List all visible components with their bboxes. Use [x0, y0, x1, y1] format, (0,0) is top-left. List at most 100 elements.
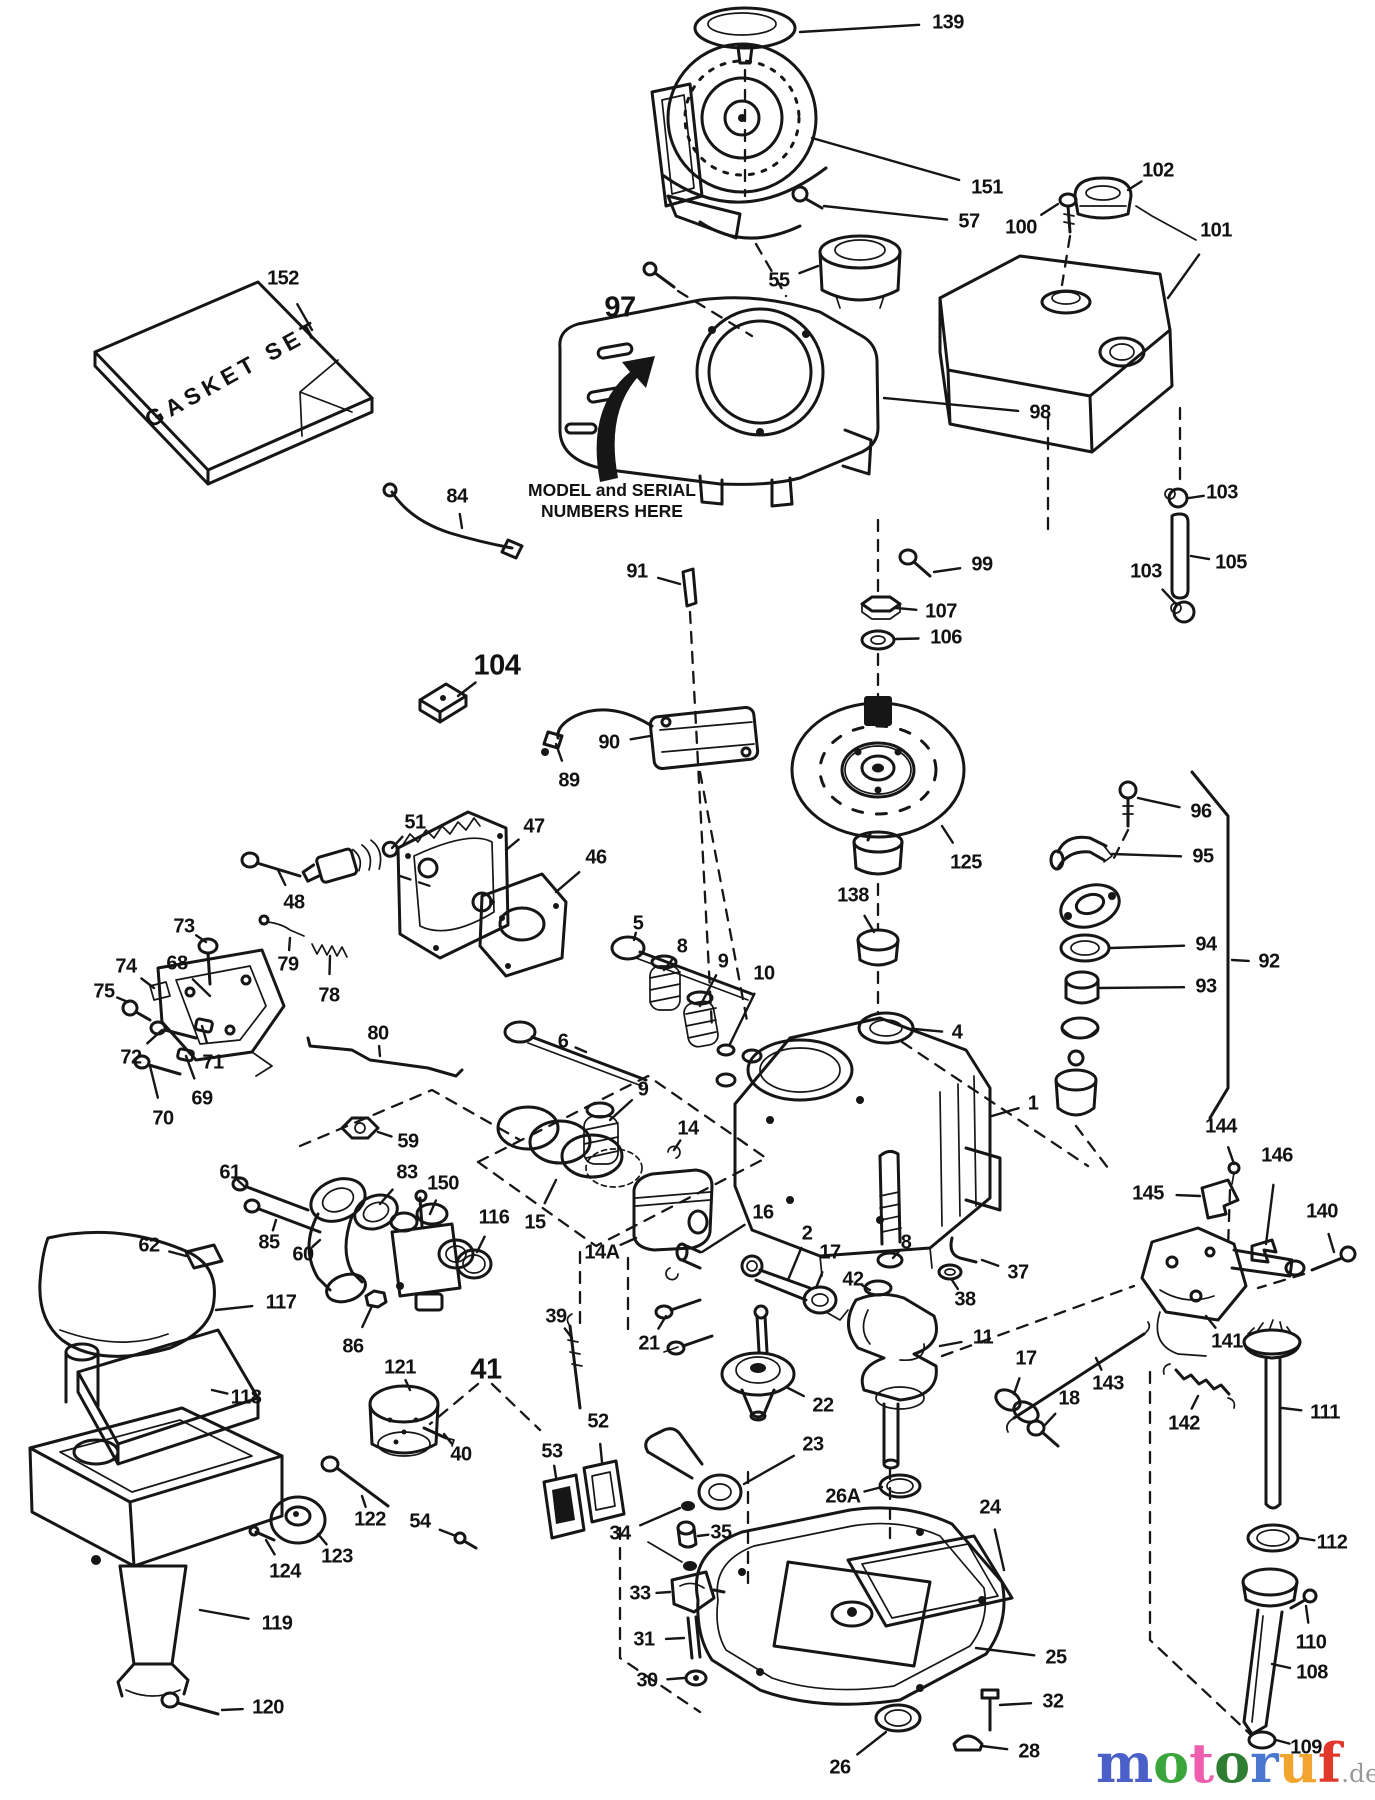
leader-line-8-59: [662, 957, 674, 972]
leader-line-11-76: [938, 1340, 963, 1348]
leader-line-141-81: [1204, 1314, 1217, 1329]
leader-line-9-60: [698, 974, 718, 1008]
part-label-106-17: 106: [930, 626, 962, 649]
leader-line-35-98: [696, 1533, 710, 1538]
leader-line-98-9: [882, 396, 1020, 413]
leader-line-104-12: [456, 681, 477, 698]
leader-line-5-58: [632, 931, 637, 942]
leader-line-26A-92: [863, 1485, 884, 1493]
part-label-74-33: 74: [115, 955, 137, 978]
part-label-34-97: 34: [609, 1522, 631, 1545]
leader-line-75-34: [115, 996, 130, 1004]
leader-line-84-10: [458, 512, 464, 530]
part-label-42-70: 42: [842, 1268, 864, 1291]
part-label-84-10: 84: [446, 485, 468, 508]
part-label-95-24: 95: [1192, 845, 1214, 868]
dipstick-drawing: [1148, 1319, 1318, 1750]
part-label-140-80: 140: [1306, 1200, 1338, 1223]
watermark-letter: m: [1096, 1731, 1154, 1795]
leader-line-89-14: [554, 742, 564, 762]
part-label-40-56: 40: [450, 1443, 472, 1466]
part-label-91-11: 91: [626, 560, 648, 583]
part-label-101-5: 101: [1200, 219, 1232, 242]
leader-line-17-84: [1012, 1377, 1021, 1396]
leader-line-14A-66: [619, 1236, 638, 1247]
part-label-35-98: 35: [710, 1521, 732, 1544]
leader-line-24-91: [993, 1528, 1006, 1572]
part-label-111-86: 111: [1310, 1401, 1340, 1424]
reed-valve-drawing: [542, 1459, 626, 1540]
part-label-124-111: 124: [269, 1560, 301, 1583]
part-label-17-69: 17: [819, 1241, 841, 1264]
part-label-78-37: 78: [318, 984, 340, 1007]
part-label-96-23: 96: [1190, 800, 1212, 823]
part-label-120-108: 120: [252, 1696, 284, 1719]
part-label-143-82: 143: [1092, 1372, 1124, 1395]
leader-line-116-50: [475, 1235, 486, 1254]
leader-line-107-16: [894, 606, 918, 611]
part-label-52-105: 52: [587, 1410, 609, 1433]
leader-line-62-46: [168, 1250, 188, 1258]
leader-line-70-42: [148, 1064, 160, 1099]
primer-parts-drawing: [1049, 770, 1230, 1170]
part-label-57-2: 57: [958, 210, 980, 233]
part-label-62-46: 62: [138, 1234, 160, 1257]
part-label-32-94: 32: [1042, 1690, 1064, 1713]
leader-line-96-23: [1136, 796, 1181, 809]
watermark-letter: o: [1214, 1731, 1251, 1795]
leader-line-74-33: [140, 977, 156, 990]
model-serial-line1: MODEL and SERIAL: [528, 480, 696, 500]
part-label-10-61: 10: [753, 962, 775, 985]
leader-line-139-0: [798, 23, 921, 34]
part-label-51-28: 51: [404, 811, 426, 834]
fuel-tank-drawing: [938, 176, 1197, 454]
part-label-117-52: 117: [265, 1291, 297, 1314]
part-label-146-78: 146: [1261, 1144, 1293, 1167]
part-label-30-101: 30: [636, 1669, 658, 1692]
part-label-23-104: 23: [802, 1433, 824, 1456]
cylinder-head-drawing: [197, 810, 568, 986]
leader-line-2-68: [786, 1246, 803, 1282]
model-serial-note: MODEL and SERIAL NUMBERS HERE: [528, 480, 696, 522]
part-label-26-96: 26: [829, 1756, 851, 1779]
part-label-18-85: 18: [1058, 1387, 1080, 1410]
leader-line-138-22: [863, 914, 876, 934]
leader-line-143-82: [1094, 1356, 1103, 1371]
leader-line-146-78: [1264, 1183, 1275, 1246]
gasket-set-drawing: [93, 280, 374, 486]
leader-line-151-1: [810, 136, 961, 182]
part-label-75-34: 75: [93, 980, 115, 1003]
flywheel-drawing: [790, 518, 966, 1016]
part-label-8-59: 8: [676, 935, 688, 958]
part-label-11-76: 11: [972, 1326, 994, 1349]
part-label-70-42: 70: [152, 1107, 174, 1130]
leader-line-18-85: [1042, 1412, 1057, 1428]
watermark-letter: r: [1250, 1731, 1279, 1795]
part-label-79-36: 79: [277, 953, 299, 976]
leader-line-8-71: [891, 1250, 901, 1260]
leader-line-103-18: [1187, 494, 1206, 500]
part-label-110-88: 110: [1295, 1631, 1327, 1654]
leader-line-109-90: [1274, 1738, 1291, 1745]
leader-line-80-38: [377, 1044, 382, 1058]
breather-drawing: [647, 1501, 726, 1687]
part-label-8-71: 8: [900, 1231, 912, 1254]
carburetor-drawing: [184, 1088, 583, 1457]
leader-line-28-95: [980, 1744, 1009, 1751]
leader-line-22-103: [786, 1386, 805, 1398]
leader-line-145-79: [1175, 1193, 1202, 1198]
part-label-1-74: 1: [1027, 1092, 1039, 1115]
leader-line-71-40: [200, 1024, 209, 1044]
part-label-73-32: 73: [173, 915, 195, 938]
ignition-coil-drawing: [541, 705, 760, 1028]
brake-bracket-drawing: [121, 914, 464, 1140]
leader-line-68-35: [191, 978, 212, 998]
part-label-85-47: 85: [258, 1231, 280, 1254]
leader-line-25-93: [974, 1646, 1036, 1657]
leader-line-6-62: [574, 1046, 588, 1054]
part-label-151-1: 151: [971, 176, 1003, 199]
part-label-100-4: 100: [1005, 216, 1037, 239]
part-label-103-18: 103: [1206, 481, 1238, 504]
watermark-suffix: .de: [1341, 1759, 1375, 1788]
